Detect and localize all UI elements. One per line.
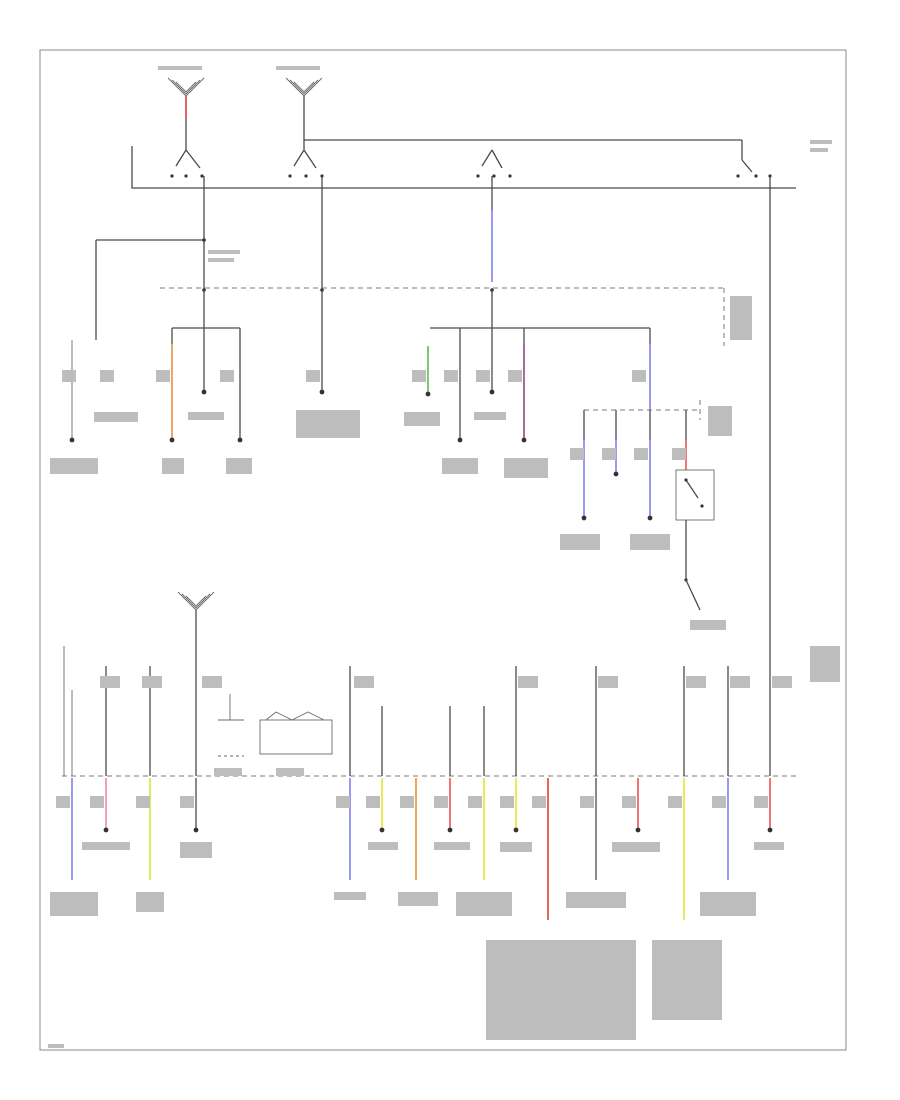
diagram-frame bbox=[39, 49, 847, 1051]
upper-fuse-block bbox=[160, 287, 725, 440]
ignition-switch-contacts bbox=[170, 149, 772, 178]
battery-feed-3 bbox=[177, 591, 215, 776]
right-relay-block bbox=[581, 400, 715, 611]
upper-loads bbox=[69, 340, 651, 443]
battery-feed-2 bbox=[285, 77, 323, 150]
top-power-feeds bbox=[95, 77, 796, 660]
illegible-label-blocks bbox=[48, 66, 840, 1048]
lower-loads bbox=[71, 778, 773, 920]
relay-box bbox=[675, 469, 715, 521]
ground-terminal bbox=[69, 437, 75, 443]
lower-relay-box bbox=[259, 719, 333, 755]
ignition-switch-box bbox=[131, 146, 796, 189]
lower-fuse-block bbox=[62, 591, 800, 777]
